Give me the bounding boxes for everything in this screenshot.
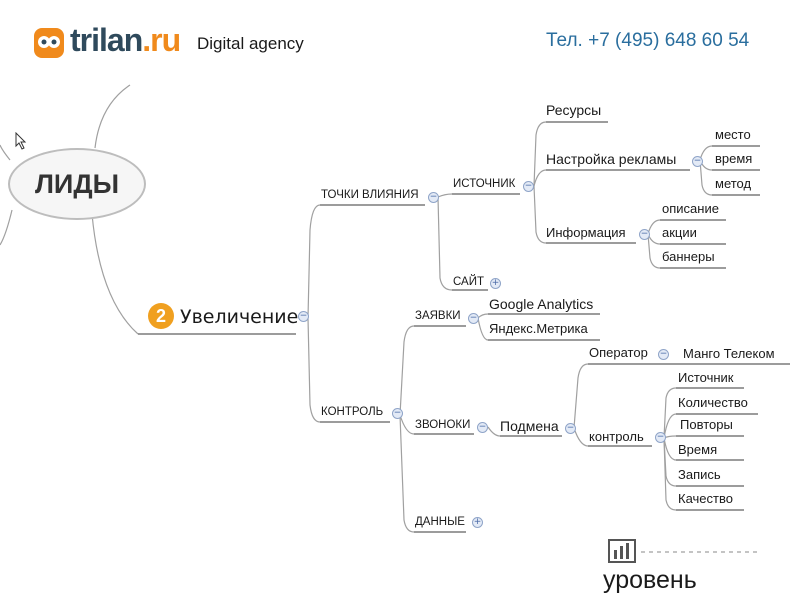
branch-number-badge: 2 (148, 303, 174, 329)
node-metod[interactable]: метод (715, 176, 752, 191)
node-istochnik[interactable]: ИСТОЧНИК (453, 178, 516, 190)
node-dannye[interactable]: ДАННЫЕ (415, 516, 465, 528)
node-bannery[interactable]: баннеры (662, 249, 715, 264)
node-uvelichenie[interactable]: Увеличение (180, 306, 299, 328)
mouse-cursor-icon (15, 132, 27, 150)
collapse-operator-icon[interactable]: − (658, 349, 669, 360)
node-kachestvo[interactable]: Качество (678, 491, 733, 506)
node-kontrol[interactable]: контроль (589, 429, 644, 444)
node-yandex-metrika[interactable]: Яндекс.Метрика (489, 321, 588, 336)
connector-k-kachestvo (663, 437, 677, 511)
node-mango-telekom[interactable]: Манго Телеком (683, 346, 775, 361)
connector-zayavki-ga (477, 313, 489, 319)
node-operator[interactable]: Оператор (589, 345, 648, 360)
connector-podmena-kontrol (573, 427, 589, 447)
connector-istochnik-resursy (533, 121, 547, 187)
node-sayt[interactable]: САЙТ (453, 276, 485, 288)
connector-central-to-uvelichenie (91, 213, 139, 335)
node-google-analytics[interactable]: Google Analytics (489, 296, 594, 312)
connector-central-up (94, 84, 131, 149)
node-tochki-vliyaniya[interactable]: ТОЧКИ ВЛИЯНИЯ (321, 189, 419, 201)
collapse-tochki-icon[interactable]: − (428, 192, 439, 203)
connector-istochnik-informatsiya (533, 185, 547, 244)
connector-k-istochnik (663, 387, 677, 439)
connector-k-zapis (663, 437, 677, 487)
level-indicator-icon (608, 539, 757, 563)
connector-uvelichenie-tochki (307, 204, 321, 319)
node-podmena[interactable]: Подмена (500, 418, 559, 434)
tagline: Digital agency (197, 34, 304, 53)
logo-suffix: .ru (142, 22, 181, 58)
level-label: уровень (603, 566, 697, 594)
connector-nastroyka-metod (699, 159, 713, 196)
logo-icon (34, 28, 64, 58)
connector-kontrol-zvonki (399, 414, 415, 435)
connector-info-bannery (647, 233, 661, 269)
connector-istochnik-nastroyka (533, 169, 547, 187)
connector-zvonki-podmena (487, 426, 501, 437)
collapse-istochnik-icon[interactable]: − (523, 181, 534, 192)
expand-sayt-icon[interactable]: + (490, 278, 501, 289)
expand-dannye-icon[interactable]: + (472, 517, 483, 528)
node-mesto[interactable]: место (715, 127, 751, 142)
connector-tochki-istochnik (437, 193, 453, 198)
collapse-kontrol-caps-icon[interactable]: − (392, 408, 403, 419)
connector-uvelichenie-kontrol (307, 317, 321, 423)
node-aktsii[interactable]: акции (662, 225, 697, 240)
logo-text: trilan.ru (70, 22, 181, 59)
collapse-kontrol-icon[interactable]: − (655, 432, 666, 443)
connector-k-vremya (663, 437, 677, 461)
connector-podmena-operator (573, 363, 589, 429)
collapse-nastroyka-icon[interactable]: − (692, 156, 703, 167)
collapse-uvelichenie-icon[interactable]: − (298, 311, 309, 322)
phone-number: Тел. +7 (495) 648 60 54 (546, 30, 750, 51)
node-vremya-call[interactable]: Время (678, 442, 718, 457)
node-opisanie[interactable]: описание (662, 201, 719, 216)
connector-kontrol-dannye (399, 414, 415, 533)
connector-central-left-down (0, 209, 13, 246)
node-zayavki[interactable]: ЗАЯВКИ (415, 310, 461, 322)
node-zapis[interactable]: Запись (678, 467, 721, 482)
central-topic[interactable]: ЛИДЫ (8, 148, 146, 220)
node-nastroyka-reklamy[interactable]: Настройка рекламы (546, 151, 677, 167)
connector-k-kolichestvo (663, 413, 677, 439)
collapse-podmena-icon[interactable]: − (565, 423, 576, 434)
node-zvonki[interactable]: ЗВОНОКИ (415, 419, 471, 431)
logo-name: trilan (70, 22, 143, 58)
connector-zayavki-yandex (477, 317, 489, 341)
node-resursy[interactable]: Ресурсы (546, 102, 602, 118)
collapse-zayavki-icon[interactable]: − (468, 313, 479, 324)
node-kolichestvo[interactable]: Количество (678, 395, 748, 410)
connector-info-opisanie (647, 219, 661, 235)
connector-central-left-up (0, 144, 11, 161)
owl-icon (38, 36, 60, 48)
node-informatsiya[interactable]: Информация (546, 225, 626, 240)
collapse-zvonki-icon[interactable]: − (477, 422, 488, 433)
node-vremya-ad[interactable]: время (715, 151, 753, 166)
node-istochnik-call[interactable]: Источник (678, 370, 734, 385)
node-povtory[interactable]: Повторы (680, 417, 733, 432)
central-topic-label: ЛИДЫ (34, 168, 120, 199)
connector-kontrol-zayavki (399, 325, 415, 416)
node-kontrol-caps[interactable]: КОНТРОЛЬ (321, 406, 384, 418)
collapse-informatsiya-icon[interactable]: − (639, 229, 650, 240)
connector-tochki-sayt (437, 196, 453, 291)
